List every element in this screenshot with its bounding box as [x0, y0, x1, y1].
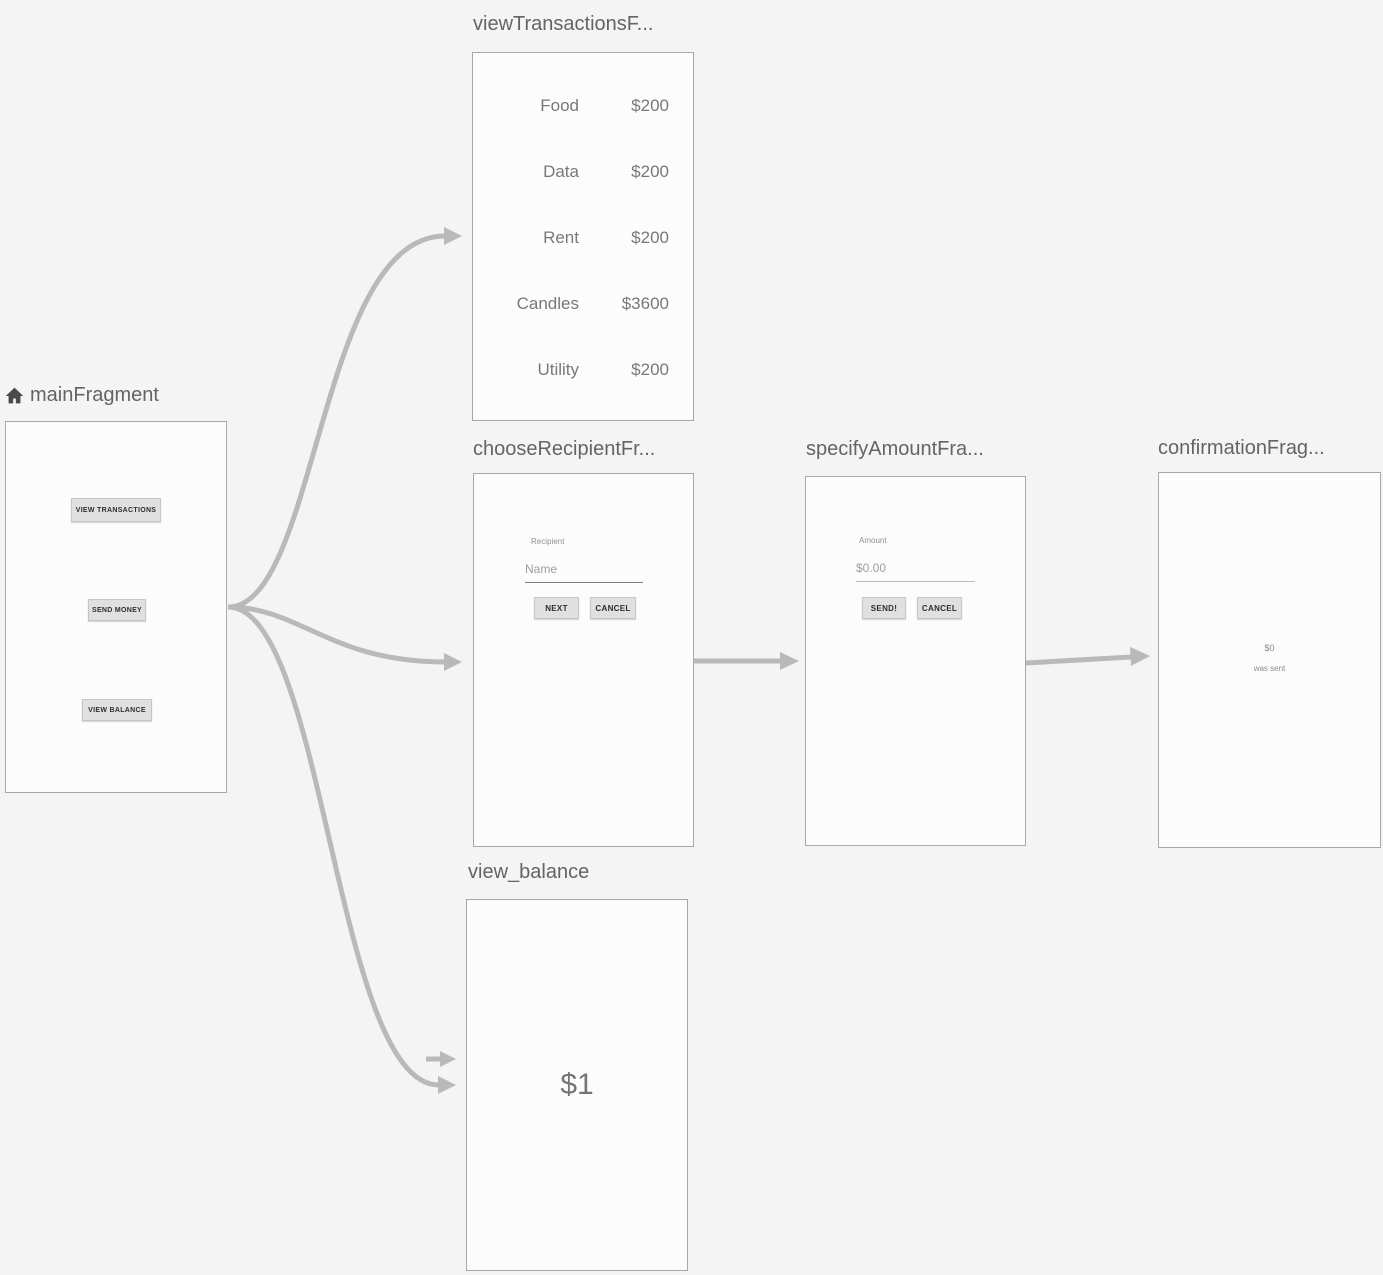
transaction-name: Food	[540, 96, 579, 115]
next-button: NEXT	[534, 597, 579, 619]
fragment-card-view-balance[interactable]: $1	[466, 899, 688, 1271]
cancel-button: CANCEL	[917, 597, 962, 619]
fragment-title-main: mainFragment	[4, 384, 159, 407]
arrowhead-icon	[444, 227, 462, 245]
arrowhead-icon	[440, 1051, 456, 1067]
recipient-name-input: Name	[525, 562, 558, 576]
cancel-button: CANCEL	[590, 597, 636, 619]
recipient-field-label: Recipient	[531, 537, 565, 546]
transaction-amount: $3600	[621, 294, 669, 313]
transaction-name: Candles	[516, 294, 579, 313]
transaction-name: Rent	[543, 228, 579, 247]
input-underline	[525, 582, 643, 583]
fragment-title-view-transactions: viewTransactionsF...	[473, 13, 654, 35]
fragment-title-specify-amount: specifyAmountFra...	[806, 438, 984, 460]
fragment-title-confirmation: confirmationFrag...	[1158, 437, 1325, 459]
send-button: SEND!	[862, 597, 906, 619]
transaction-row: Candles $3600	[473, 271, 693, 337]
action-arrow-main-to-view-transactions[interactable]	[227, 233, 446, 610]
arrowhead-icon	[438, 1076, 456, 1094]
amount-field-label: Amount	[859, 536, 887, 545]
fragment-title-choose-recipient: chooseRecipientFr...	[473, 438, 656, 460]
transaction-row: Data $200	[473, 139, 693, 205]
transaction-amount: $200	[631, 228, 669, 247]
home-icon	[5, 387, 24, 404]
action-arrow-main-to-choose-recipient[interactable]	[227, 604, 446, 665]
fragment-card-main[interactable]: VIEW TRANSACTIONS SEND MONEY VIEW BALANC…	[5, 421, 227, 793]
amount-input: $0.00	[856, 561, 887, 575]
arrowhead-icon	[444, 653, 462, 671]
transaction-name: Data	[543, 162, 579, 181]
transactions-list: Food $200 Data $200 Rent $200 Candles $3…	[473, 73, 693, 403]
action-arrow-specify-amount-to-confirmation[interactable]	[1025, 654, 1132, 666]
fragment-card-specify-amount[interactable]: Amount $0.00 SEND! CANCEL	[805, 476, 1026, 846]
balance-amount-text: $1	[560, 1068, 594, 1101]
fragment-title-label: mainFragment	[30, 384, 159, 406]
transaction-name: Utility	[537, 360, 579, 379]
send-money-button: SEND MONEY	[88, 599, 146, 621]
arrowhead-icon	[1130, 647, 1150, 666]
transaction-amount: $200	[631, 360, 669, 379]
fragment-card-view-transactions[interactable]: Food $200 Data $200 Rent $200 Candles $3…	[472, 52, 694, 421]
confirmation-message-text: was sent	[1253, 664, 1286, 673]
transaction-amount: $200	[631, 162, 669, 181]
transaction-amount: $200	[631, 96, 669, 115]
view-transactions-button: VIEW TRANSACTIONS	[71, 498, 161, 522]
confirmation-amount-text: $0	[1264, 643, 1275, 653]
transaction-row: Utility $200	[473, 337, 693, 403]
input-underline	[856, 581, 975, 582]
fragment-card-confirmation[interactable]: $0 was sent	[1158, 472, 1381, 848]
view-balance-button: VIEW BALANCE	[82, 699, 152, 721]
action-arrow-main-to-view-balance[interactable]	[227, 604, 440, 1088]
transaction-row: Food $200	[473, 73, 693, 139]
arrowhead-icon	[780, 652, 799, 670]
fragment-card-choose-recipient[interactable]: Recipient Name NEXT CANCEL	[473, 473, 694, 847]
transaction-row: Rent $200	[473, 205, 693, 271]
fragment-title-view-balance: view_balance	[468, 861, 590, 883]
